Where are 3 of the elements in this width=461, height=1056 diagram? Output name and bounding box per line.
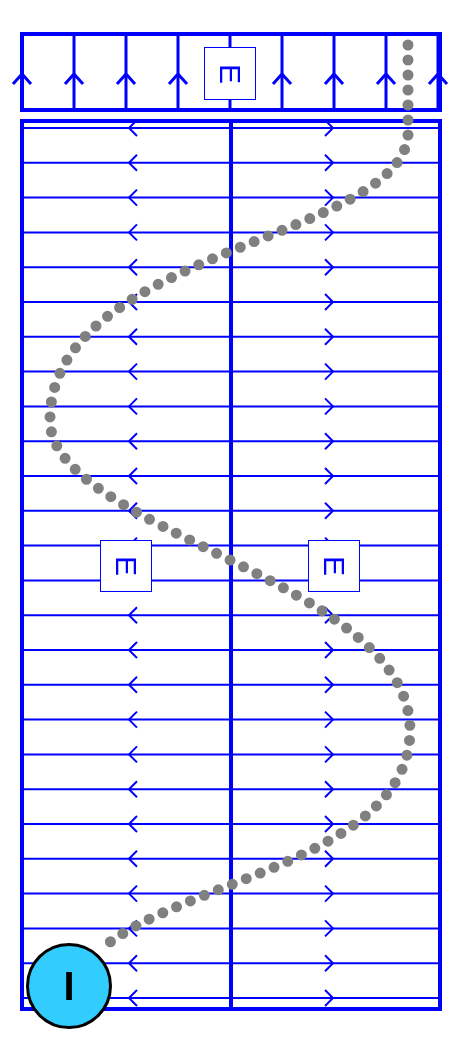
square-node: E [204,47,256,100]
square-node: E [100,540,152,592]
square-node: E [308,540,360,592]
